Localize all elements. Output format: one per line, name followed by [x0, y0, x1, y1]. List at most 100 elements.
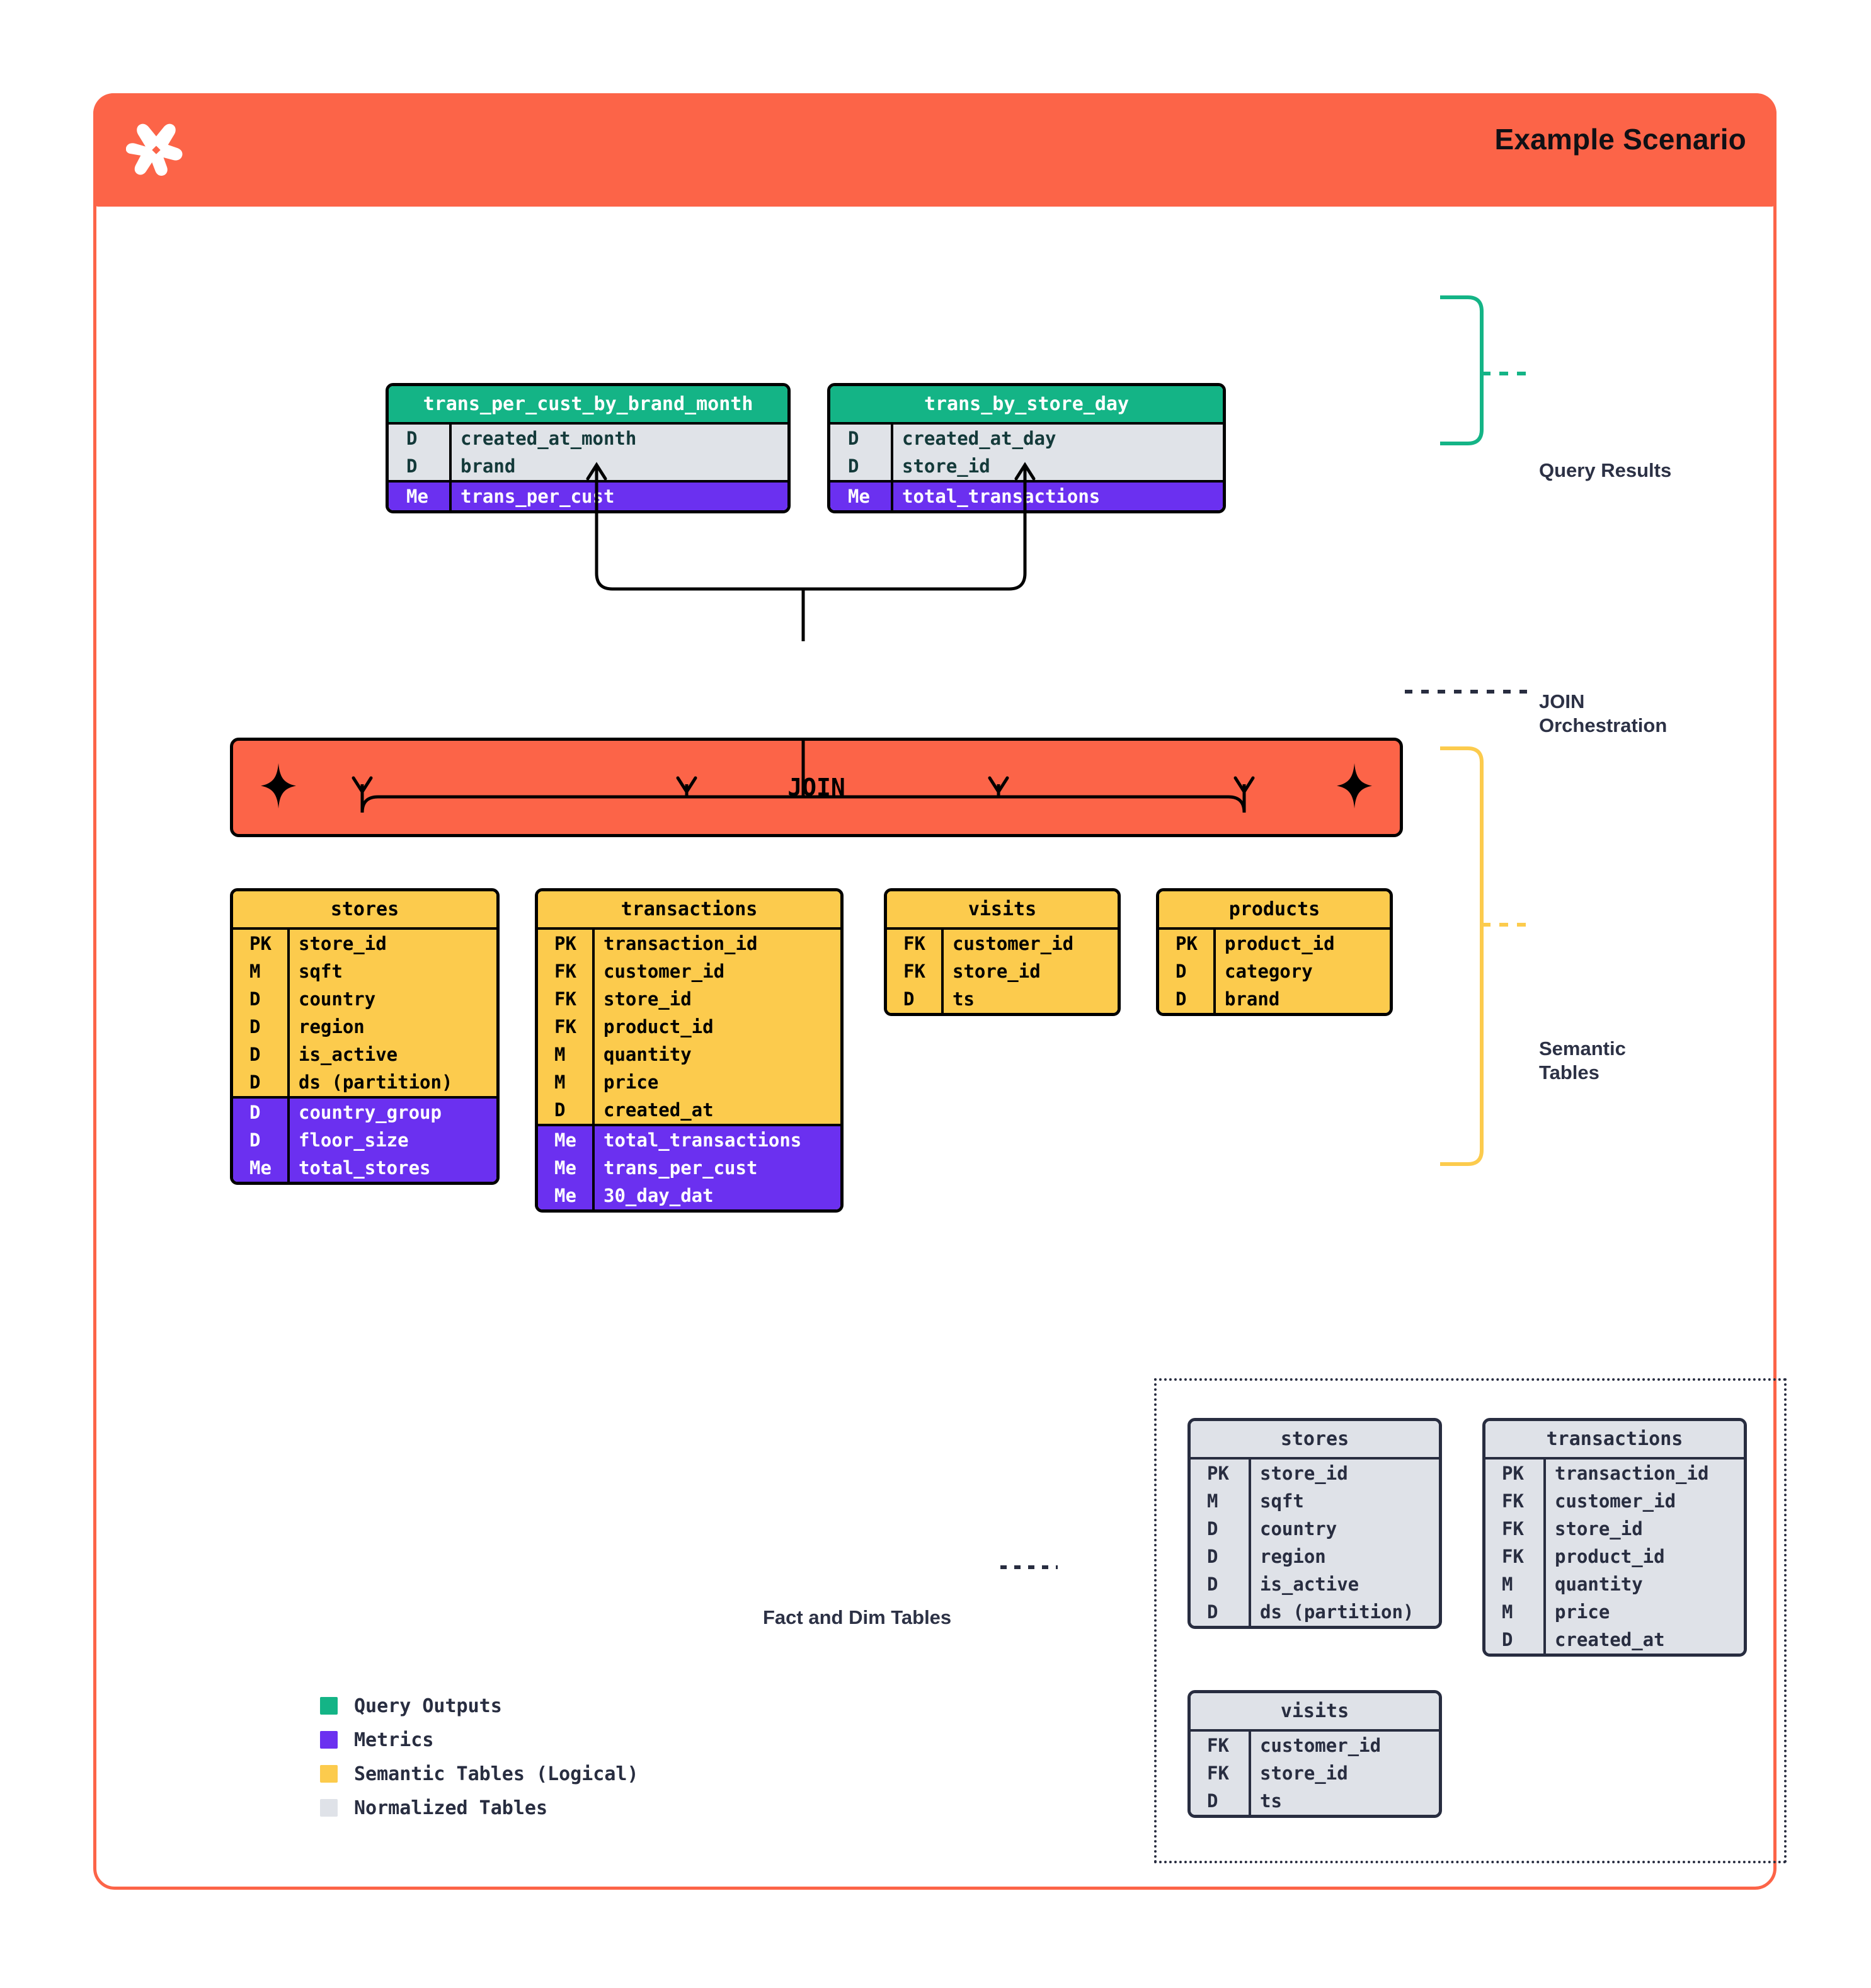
- row-field: quantity: [1543, 1570, 1744, 1598]
- row-tag: D: [1207, 1546, 1218, 1567]
- row-field: floor_size: [287, 1126, 496, 1154]
- row-tag: Me: [554, 1157, 576, 1179]
- row-tag: Me: [249, 1157, 272, 1179]
- row-field: created_at: [592, 1096, 840, 1124]
- row-tag: FK: [1207, 1762, 1229, 1784]
- join-orchestration-bar[interactable]: JOIN: [230, 738, 1403, 837]
- row-tag: FK: [1502, 1518, 1524, 1540]
- legend-swatch-query-outputs: [320, 1697, 338, 1715]
- row-tag: FK: [1207, 1735, 1229, 1756]
- annotation-line-1: Semantic: [1539, 1037, 1626, 1060]
- row-tag: D: [1176, 988, 1187, 1010]
- row-field: brand: [1213, 985, 1390, 1013]
- row-field: ts: [1249, 1787, 1439, 1815]
- annotation-join-orchestration: JOIN Orchestration: [1539, 690, 1667, 738]
- query-result-table-0[interactable]: trans_per_cust_by_brand_month D created_…: [386, 383, 791, 513]
- row-field: ds (partition): [1249, 1598, 1439, 1626]
- row-tag: PK: [1502, 1463, 1524, 1484]
- row-tag: D: [848, 428, 859, 449]
- row-field: transaction_id: [1543, 1460, 1744, 1487]
- x-star-logo-icon: [125, 120, 186, 180]
- row-field: is_active: [287, 1041, 496, 1068]
- row-tag: FK: [1502, 1546, 1524, 1567]
- row-field: store_id: [1249, 1460, 1439, 1487]
- row-field: product_id: [592, 1013, 840, 1041]
- legend-swatch-normalized-tables: [320, 1799, 338, 1817]
- row-field: total_transactions: [592, 1126, 840, 1154]
- row-tag: M: [554, 1071, 566, 1093]
- row-field: created_at: [1543, 1626, 1744, 1654]
- table-row: D created_at_day: [830, 425, 1223, 452]
- row-tag: D: [406, 455, 418, 477]
- row-field: price: [592, 1068, 840, 1096]
- join-label: JOIN: [787, 774, 845, 801]
- table-header: trans_by_store_day: [830, 386, 1223, 422]
- page-title: Example Scenario: [1494, 123, 1746, 156]
- query-result-table-1[interactable]: trans_by_store_day D created_at_day D st…: [827, 383, 1226, 513]
- row-tag: FK: [903, 961, 925, 982]
- row-field: customer_id: [592, 957, 840, 985]
- row-tag: M: [1502, 1574, 1513, 1595]
- row-tag: D: [406, 428, 418, 449]
- row-tag: FK: [554, 961, 576, 982]
- table-row: PK store_id: [1191, 1460, 1439, 1487]
- legend-label: Metrics: [354, 1728, 434, 1751]
- row-field: is_active: [1249, 1570, 1439, 1598]
- table-row: FK store_id: [1485, 1515, 1744, 1543]
- row-field: ts: [941, 985, 1118, 1013]
- row-tag: M: [249, 961, 261, 982]
- legend: Query Outputs Metrics Semantic Tables (L…: [320, 1689, 639, 1825]
- row-field: store_id: [287, 930, 496, 957]
- row-field: category: [1213, 957, 1390, 985]
- row-field: country: [1249, 1515, 1439, 1543]
- row-field: country: [287, 985, 496, 1013]
- row-tag: PK: [1207, 1463, 1229, 1484]
- row-tag: D: [249, 1102, 261, 1123]
- row-tag: D: [1207, 1790, 1218, 1812]
- row-tag: D: [1176, 961, 1187, 982]
- legend-item: Metrics: [320, 1723, 639, 1757]
- row-tag: FK: [903, 933, 925, 954]
- legend-item: Semantic Tables (Logical): [320, 1757, 639, 1791]
- row-field: store_id: [1543, 1515, 1744, 1543]
- row-tag: PK: [249, 933, 272, 954]
- legend-item: Normalized Tables: [320, 1791, 639, 1825]
- sparkle-icon: [1337, 763, 1372, 812]
- table-header: visits: [1191, 1693, 1439, 1732]
- legend-label: Normalized Tables: [354, 1797, 548, 1819]
- row-field: created_at_day: [891, 425, 1223, 452]
- row-tag: D: [1207, 1574, 1218, 1595]
- annotation-line-2: Tables: [1539, 1061, 1599, 1084]
- annotation-semantic-tables: Semantic Tables: [1539, 1037, 1626, 1085]
- table-header: transactions: [1485, 1421, 1744, 1460]
- row-tag: FK: [1502, 1490, 1524, 1512]
- legend-label: Query Outputs: [354, 1694, 502, 1717]
- row-field: product_id: [1543, 1543, 1744, 1570]
- row-tag: D: [249, 1016, 261, 1037]
- row-tag: M: [554, 1044, 566, 1065]
- table-row: D brand: [389, 452, 787, 480]
